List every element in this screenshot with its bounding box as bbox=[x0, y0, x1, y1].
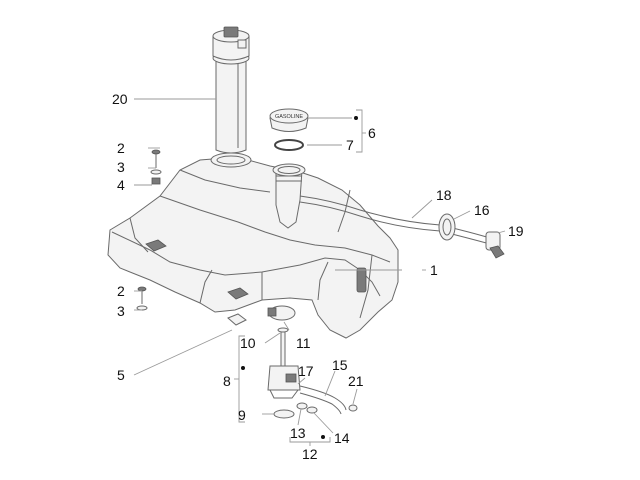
fuel-hose bbox=[299, 385, 347, 415]
callout-20: 20 bbox=[112, 91, 128, 107]
tap-seal bbox=[273, 409, 295, 419]
bullet-dot bbox=[241, 366, 245, 370]
callout-1: 1 bbox=[430, 262, 438, 278]
callout-19: 19 bbox=[508, 223, 524, 239]
fuel-cap: GASOLINE bbox=[269, 108, 309, 132]
callout-3-lower: 3 bbox=[117, 303, 125, 319]
callout-14: 14 bbox=[334, 430, 350, 446]
hose-clip-13 bbox=[296, 402, 308, 410]
callout-17: 17 bbox=[298, 363, 314, 379]
callout-3-upper: 3 bbox=[117, 159, 125, 175]
bolt-lower bbox=[136, 286, 148, 311]
callout-4: 4 bbox=[117, 177, 125, 193]
callout-8: 8 bbox=[223, 373, 231, 389]
bullet-dot bbox=[354, 116, 358, 120]
callout-5: 5 bbox=[117, 367, 125, 383]
hose-clip-14 bbox=[306, 406, 318, 414]
callout-21: 21 bbox=[348, 373, 364, 389]
callout-9: 9 bbox=[238, 407, 246, 423]
hose-clip-21 bbox=[348, 404, 358, 412]
bullet-dot bbox=[321, 435, 325, 439]
callout-10: 10 bbox=[240, 335, 256, 351]
vent-valve bbox=[485, 231, 505, 259]
callout-15: 15 bbox=[332, 357, 348, 373]
callout-6: 6 bbox=[368, 125, 376, 141]
callout-2-upper: 2 bbox=[117, 140, 125, 156]
fuel-pump-sender bbox=[212, 26, 250, 154]
speed-nut bbox=[227, 313, 247, 326]
hose-clip bbox=[438, 213, 456, 241]
callout-18: 18 bbox=[436, 187, 452, 203]
breather-hose bbox=[299, 195, 491, 245]
callout-12: 12 bbox=[302, 446, 318, 462]
hose-clamp bbox=[267, 305, 296, 321]
callout-7: 7 bbox=[346, 137, 354, 153]
cap-text: GASOLINE bbox=[275, 114, 303, 120]
callout-11: 11 bbox=[296, 335, 311, 351]
callout-13: 13 bbox=[290, 425, 306, 441]
fuel-tank bbox=[107, 152, 399, 339]
bolt-upper bbox=[150, 149, 162, 185]
o-ring bbox=[274, 139, 304, 151]
callout-2-lower: 2 bbox=[117, 283, 125, 299]
callout-16: 16 bbox=[474, 202, 490, 218]
fuel-tap bbox=[267, 327, 301, 399]
